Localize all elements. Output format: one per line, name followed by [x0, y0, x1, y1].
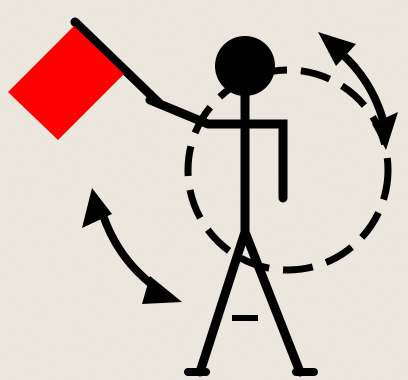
figure-head [215, 36, 275, 96]
